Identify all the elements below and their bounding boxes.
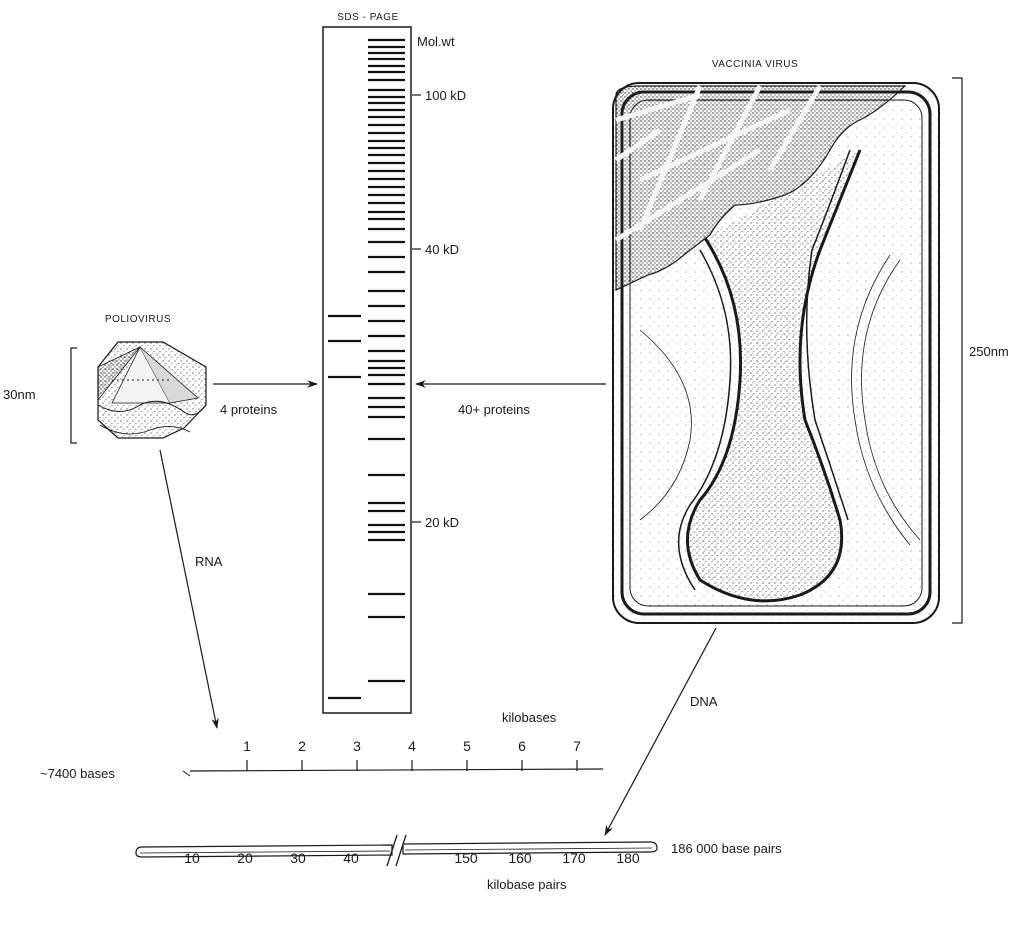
vaccinia-size-bracket	[952, 78, 962, 623]
dna-tick-label-20: 20	[237, 850, 253, 866]
dna-tick-label-170: 170	[562, 850, 586, 866]
rna-axis-line	[190, 769, 603, 771]
vaccinia-particle	[613, 83, 939, 623]
rna-tick-label-7: 7	[573, 738, 581, 754]
poliovirus-proteins-label: 4 proteins	[220, 402, 278, 417]
poliovirus-group: POLIOVIRUS 30nm 4 proteins RNA	[3, 314, 317, 728]
mol-wt-header: Mol.wt	[417, 34, 455, 49]
poliovirus-size: 30nm	[3, 387, 36, 402]
dna-tick-label-180: 180	[616, 850, 640, 866]
poliovirus-size-bracket	[71, 348, 77, 443]
rna-tick-label-5: 5	[463, 738, 471, 754]
rna-ticks: 1 2 3 4 5 6 7	[243, 738, 581, 771]
rna-axis-connector	[183, 771, 190, 776]
rna-label: RNA	[195, 554, 223, 569]
dna-tick-label-150: 150	[454, 850, 478, 866]
kilobases-caption: kilobases	[502, 710, 557, 725]
gel-title: SDS - PAGE	[337, 12, 399, 23]
kilobase-pairs-caption: kilobase pairs	[487, 877, 567, 892]
marker-20kd: 20 kD	[425, 515, 459, 530]
dna-tick-label-40: 40	[343, 850, 359, 866]
vaccinia-proteins-label: 40+ proteins	[458, 402, 530, 417]
marker-100kd: 100 kD	[425, 88, 466, 103]
rna-tick-label-4: 4	[408, 738, 416, 754]
poliovirus-title: POLIOVIRUS	[105, 314, 171, 325]
vaccinia-size: 250nm	[969, 344, 1009, 359]
rna-scale: kilobases ~7400 bases 1 2 3 4 5 6 7	[40, 710, 603, 781]
dna-label: DNA	[690, 694, 718, 709]
rna-arrow	[160, 450, 217, 728]
rna-tick-label-2: 2	[298, 738, 306, 754]
sds-page-gel: SDS - PAGE Mol.wt 100 kD 40 kD 20 kD	[323, 12, 466, 713]
dna-tick-label-10: 10	[184, 850, 200, 866]
dna-arrow	[605, 628, 716, 835]
poliovirus-particle	[98, 342, 206, 438]
dna-length-label: 186 000 base pairs	[671, 841, 782, 856]
gel-frame	[323, 27, 411, 713]
dna-tick-label-30: 30	[290, 850, 306, 866]
rna-length-label: ~7400 bases	[40, 766, 115, 781]
rna-tick-label-6: 6	[518, 738, 526, 754]
rna-tick-label-1: 1	[243, 738, 251, 754]
rna-tick-label-3: 3	[353, 738, 361, 754]
vaccinia-title: VACCINIA VIRUS	[712, 59, 798, 70]
dna-tick-label-160: 160	[508, 850, 532, 866]
marker-40kd: 40 kD	[425, 242, 459, 257]
